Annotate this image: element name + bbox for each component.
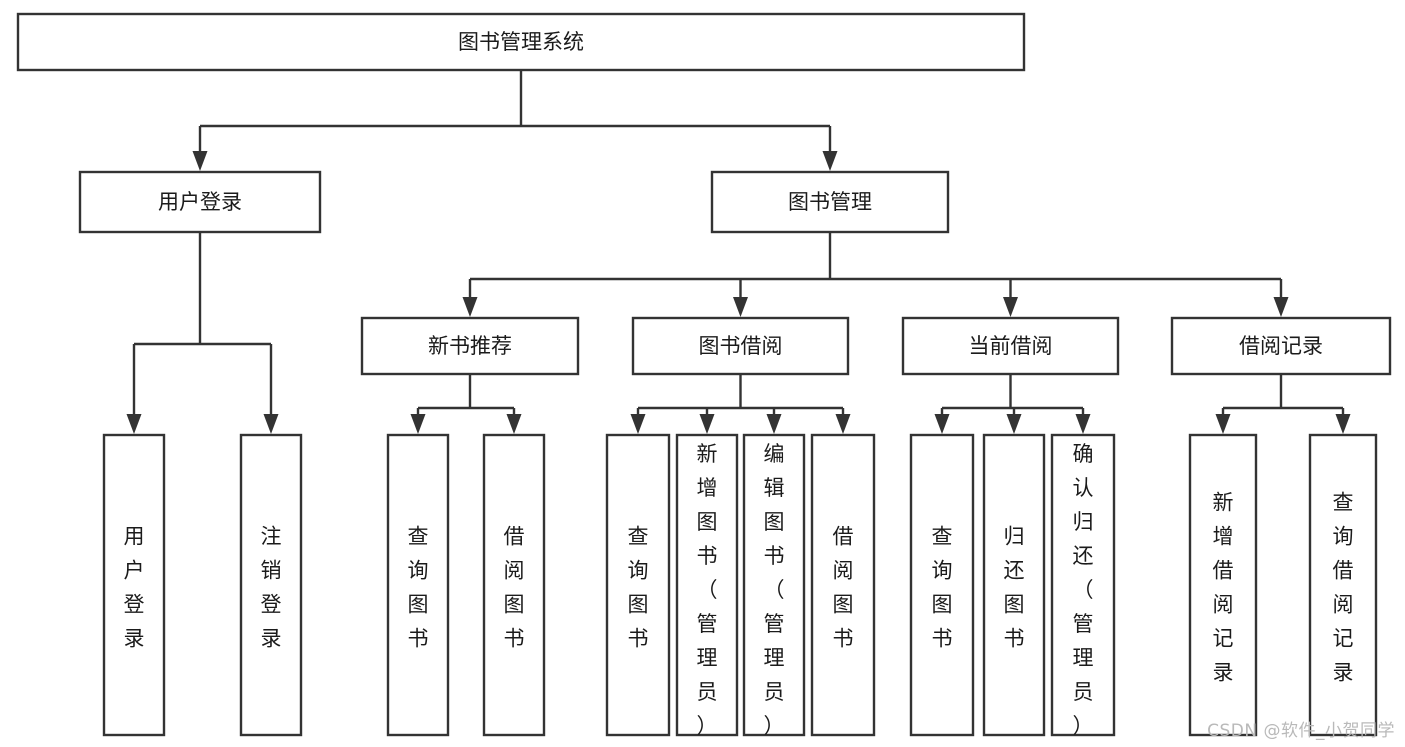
node-box-new-book-recommend[interactable] — [360, 316, 580, 376]
edge-group-borrow-record — [1215, 374, 1351, 434]
arrow-head-icon — [410, 414, 426, 434]
node-current-borrow[interactable]: 当前借阅 — [901, 316, 1120, 376]
edges-layer — [126, 70, 1351, 434]
node-leaf-borrow-book-rec[interactable]: 借阅图书 — [482, 433, 546, 737]
arrow-head-icon — [263, 414, 279, 434]
node-book-manage[interactable]: 图书管理 — [710, 170, 950, 234]
arrow-head-icon — [462, 297, 478, 317]
node-label-leaf-query-book-rec: 查询图书 — [408, 525, 429, 651]
node-label-new-book-recommend: 新书推荐 — [428, 334, 512, 358]
node-box-leaf-confirm-return-admin[interactable] — [1050, 433, 1116, 737]
node-leaf-borrow-book-borrow[interactable]: 借阅图书 — [810, 433, 876, 737]
node-label-leaf-edit-book-admin: 编辑图书（管理员） — [764, 442, 785, 738]
nodes-layer: 图书管理系统用户登录图书管理新书推荐图书借阅当前借阅借阅记录用户登录注销登录查询… — [16, 12, 1392, 738]
edge-group-book-borrow — [630, 374, 851, 434]
node-label-borrow-record: 借阅记录 — [1239, 334, 1323, 358]
edge-group-user-login — [126, 232, 279, 434]
node-leaf-query-borrow-record[interactable]: 查询借阅记录 — [1308, 433, 1378, 737]
node-leaf-logout[interactable]: 注销登录 — [239, 433, 303, 737]
arrow-head-icon — [1335, 414, 1351, 434]
node-label-leaf-query-book-current: 查询图书 — [932, 525, 953, 651]
node-leaf-confirm-return-admin[interactable]: 确认归还（管理员） — [1050, 433, 1116, 738]
node-box-current-borrow[interactable] — [901, 316, 1120, 376]
node-label-leaf-logout: 注销登录 — [261, 525, 282, 651]
edge-group-book-manage — [462, 232, 1289, 317]
node-root[interactable]: 图书管理系统 — [16, 12, 1026, 72]
node-label-leaf-borrow-book-rec: 借阅图书 — [504, 525, 525, 651]
node-label-leaf-add-borrow-record: 新增借阅记录 — [1213, 491, 1234, 685]
node-box-leaf-add-borrow-record[interactable] — [1188, 433, 1258, 737]
node-label-current-borrow: 当前借阅 — [969, 334, 1053, 358]
arrow-head-icon — [835, 414, 851, 434]
node-leaf-add-book-admin[interactable]: 新增图书（管理员） — [675, 433, 739, 738]
node-leaf-return-book[interactable]: 归还图书 — [982, 433, 1046, 737]
node-label-book-manage: 图书管理 — [788, 190, 872, 214]
node-box-leaf-add-book-admin[interactable] — [675, 433, 739, 737]
arrow-head-icon — [934, 414, 950, 434]
node-user-login[interactable]: 用户登录 — [78, 170, 322, 234]
arrow-head-icon — [699, 414, 715, 434]
node-box-leaf-query-book-borrow[interactable] — [605, 433, 671, 737]
node-box-book-manage[interactable] — [710, 170, 950, 234]
node-label-leaf-confirm-return-admin: 确认归还（管理员） — [1073, 442, 1094, 738]
arrow-head-icon — [1273, 297, 1289, 317]
node-label-root: 图书管理系统 — [458, 30, 584, 54]
node-label-user-login: 用户登录 — [158, 190, 242, 214]
node-box-leaf-user-login[interactable] — [102, 433, 166, 737]
arrow-head-icon — [1006, 414, 1022, 434]
node-label-leaf-return-book: 归还图书 — [1004, 525, 1025, 651]
node-new-book-recommend[interactable]: 新书推荐 — [360, 316, 580, 376]
node-box-borrow-record[interactable] — [1170, 316, 1392, 376]
node-label-leaf-query-book-borrow: 查询图书 — [628, 525, 649, 651]
node-box-leaf-query-borrow-record[interactable] — [1308, 433, 1378, 737]
node-box-leaf-edit-book-admin[interactable] — [742, 433, 806, 737]
node-leaf-query-book-rec[interactable]: 查询图书 — [386, 433, 450, 737]
arrow-head-icon — [506, 414, 522, 434]
edge-group-root — [192, 70, 838, 171]
arrow-head-icon — [630, 414, 646, 434]
node-leaf-edit-book-admin[interactable]: 编辑图书（管理员） — [742, 433, 806, 738]
node-label-book-borrow: 图书借阅 — [699, 334, 783, 358]
arrow-head-icon — [822, 151, 838, 171]
node-label-leaf-add-book-admin: 新增图书（管理员） — [697, 442, 718, 738]
node-box-leaf-borrow-book-rec[interactable] — [482, 433, 546, 737]
arrow-head-icon — [192, 151, 208, 171]
node-book-borrow[interactable]: 图书借阅 — [631, 316, 850, 376]
arrow-head-icon — [766, 414, 782, 434]
node-borrow-record[interactable]: 借阅记录 — [1170, 316, 1392, 376]
node-box-leaf-query-book-current[interactable] — [909, 433, 975, 737]
node-label-leaf-borrow-book-borrow: 借阅图书 — [833, 525, 854, 651]
arrow-head-icon — [1003, 297, 1018, 317]
node-box-book-borrow[interactable] — [631, 316, 850, 376]
node-label-leaf-query-borrow-record: 查询借阅记录 — [1333, 491, 1354, 685]
edge-group-new-book-recommend — [410, 374, 522, 434]
node-leaf-query-book-current[interactable]: 查询图书 — [909, 433, 975, 737]
arrow-head-icon — [1075, 414, 1091, 434]
node-box-leaf-borrow-book-borrow[interactable] — [810, 433, 876, 737]
node-leaf-user-login[interactable]: 用户登录 — [102, 433, 166, 737]
node-leaf-query-book-borrow[interactable]: 查询图书 — [605, 433, 671, 737]
node-box-user-login[interactable] — [78, 170, 322, 234]
node-box-leaf-query-book-rec[interactable] — [386, 433, 450, 737]
node-box-leaf-return-book[interactable] — [982, 433, 1046, 737]
node-leaf-add-borrow-record[interactable]: 新增借阅记录 — [1188, 433, 1258, 737]
node-box-root[interactable] — [16, 12, 1026, 72]
arrow-head-icon — [126, 414, 142, 434]
arrow-head-icon — [1215, 414, 1231, 434]
node-box-leaf-logout[interactable] — [239, 433, 303, 737]
arrow-head-icon — [733, 297, 748, 317]
node-label-leaf-user-login: 用户登录 — [124, 525, 145, 651]
edge-group-current-borrow — [934, 374, 1091, 434]
